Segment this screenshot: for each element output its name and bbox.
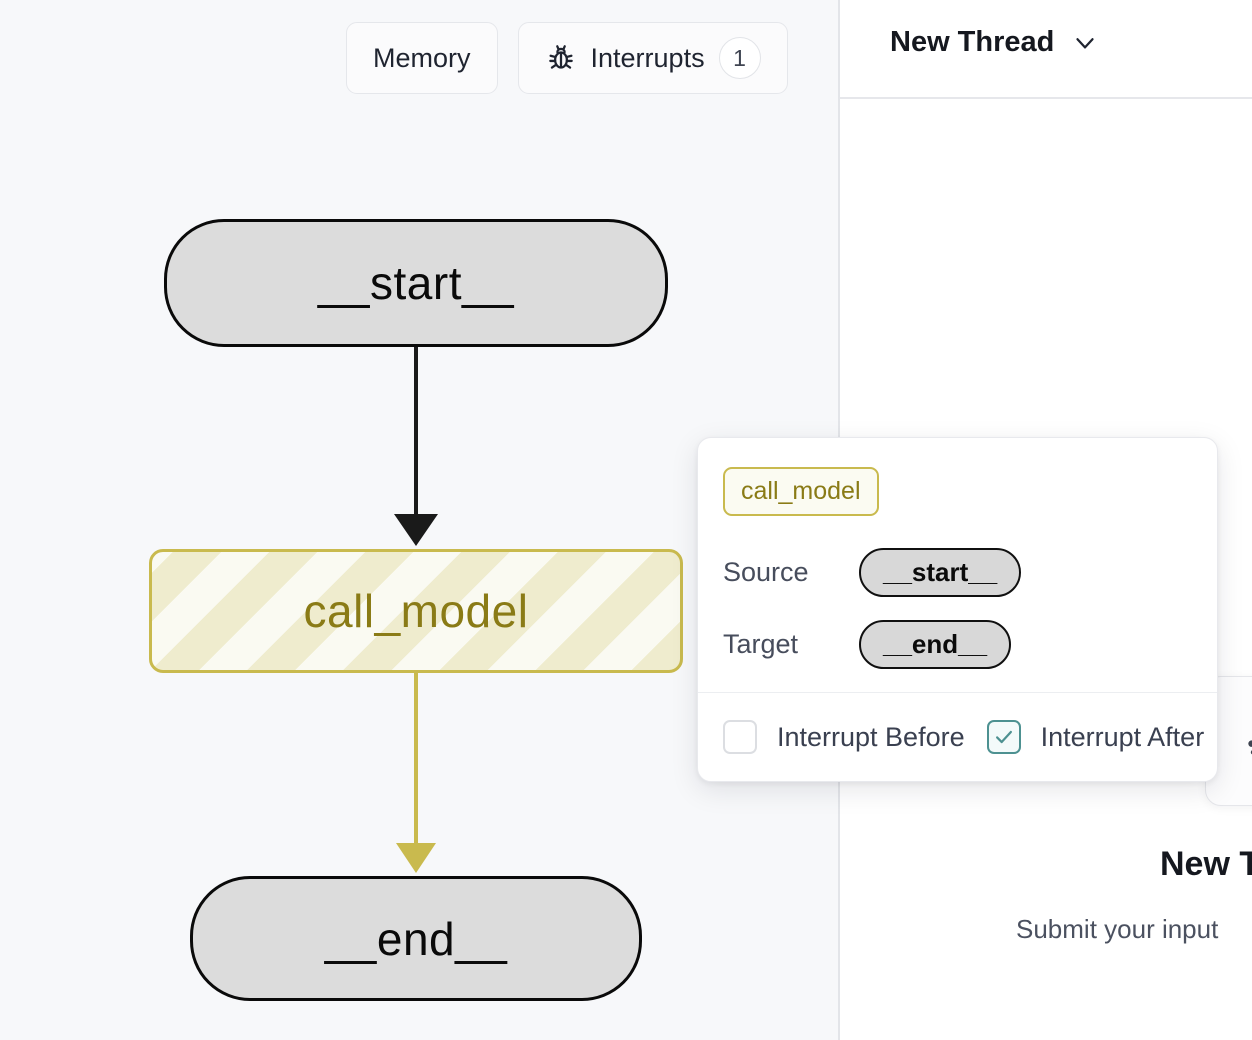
source-label: Source [723,557,809,587]
interrupts-button[interactable]: Interrupts 1 [517,22,788,94]
interrupt-after-option[interactable]: Interrupt After [986,720,1205,754]
graph-node-call-model[interactable]: call_model [149,549,683,673]
interrupt-before-option[interactable]: Interrupt Before [723,720,965,754]
source-row: Source __start__ [723,548,1022,597]
empty-state-title: New T [1160,845,1252,883]
target-row: Target __end__ [723,620,1012,669]
interrupt-after-checkbox[interactable] [986,720,1021,754]
empty-state-subtitle: Submit your input [1016,914,1219,944]
interrupts-count-badge: 1 [718,37,761,79]
graph-node-call-model-label: call_model [303,585,529,637]
interrupt-before-checkbox[interactable] [723,720,757,754]
popup-node-chip[interactable]: call_model [723,467,879,516]
target-value-pill[interactable]: __end__ [859,620,1012,669]
chevron-down-icon [1070,28,1100,58]
graph-node-start[interactable]: __start__ [164,219,668,347]
memory-button-label: Memory [373,42,471,73]
interrupt-before-label: Interrupt Before [777,721,965,752]
interrupts-button-label: Interrupts [590,42,705,73]
graph-edges-canvas [394,347,438,873]
graph-node-end-label: __end__ [324,912,508,965]
graph-node-end[interactable]: __end__ [190,876,642,1001]
thread-selector[interactable]: New Thread [890,26,1100,59]
interrupt-options: Interrupt Before Interrupt After [698,693,1217,781]
source-value-pill[interactable]: __start__ [859,548,1022,597]
graph-icon [1244,735,1252,766]
thread-title: New Thread [890,26,1055,58]
interrupt-after-label: Interrupt After [1040,721,1205,752]
graph-toolbar: Memory [346,22,788,94]
bug-icon [545,42,577,74]
memory-button[interactable]: Memory [346,22,498,94]
edge-details-popup: call_model Source __start__ Target __end… [697,437,1218,782]
edge-details-body: call_model Source __start__ Target __end… [698,438,1217,692]
thread-header: New Thread [840,0,1252,99]
target-label: Target [723,629,799,659]
popup-divider [698,692,1217,693]
graph-node-start-label: __start__ [317,257,515,309]
